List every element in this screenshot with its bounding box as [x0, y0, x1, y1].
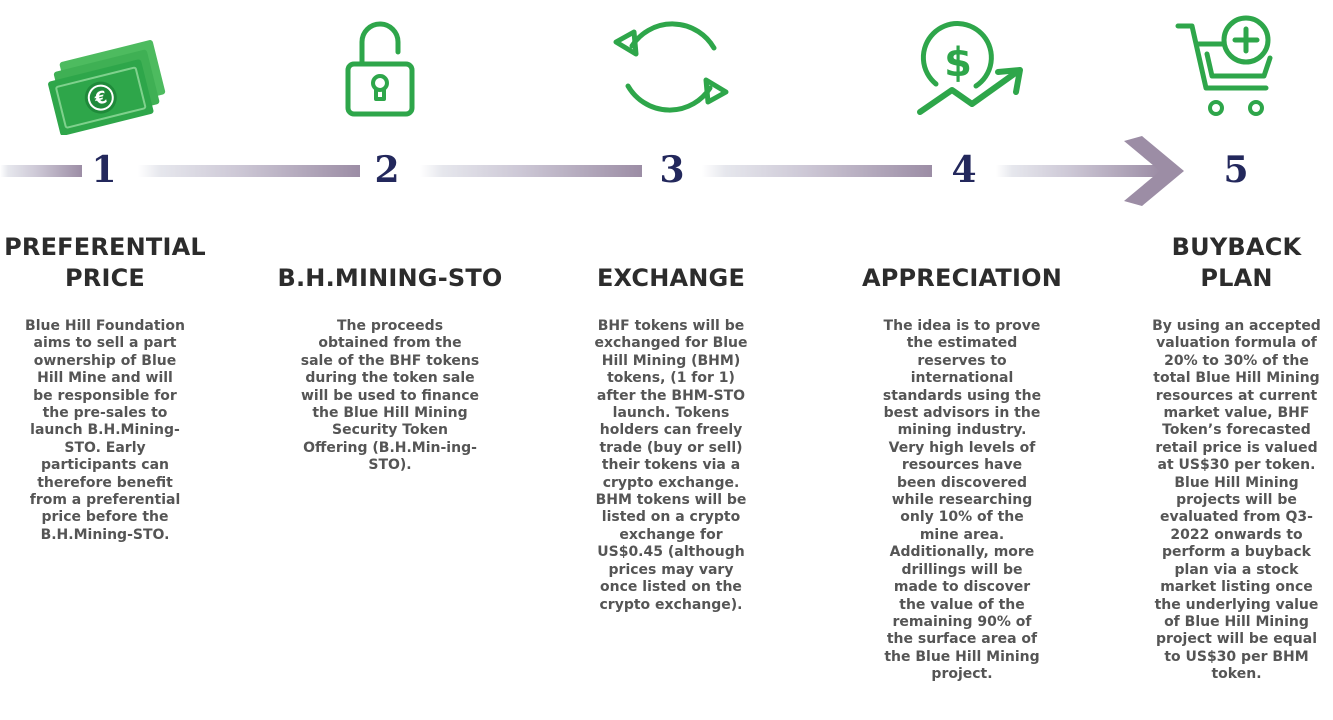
step-column-5: BUYBACK PLAN By using an accepted valuat… — [1140, 232, 1333, 684]
step-number-4: 4 — [951, 149, 977, 191]
step-description-4: The idea is to prove the estimated reser… — [882, 318, 1042, 683]
dollar-growth-icon: $ — [917, 21, 1023, 115]
step-column-3: EXCHANGE BHF tokens will be exchanged fo… — [566, 232, 776, 614]
step-number-3: 3 — [659, 149, 685, 191]
step-column-2: B.H.MINING-STO The proceeds obtained fro… — [272, 232, 508, 475]
step-title-3: EXCHANGE — [566, 263, 776, 294]
step-title-1-line-1: PREFERENTIAL — [4, 233, 206, 261]
timeline-arrow — [0, 136, 1184, 206]
timeline-segment-1 — [0, 165, 82, 177]
step-description-1: Blue Hill Foundation aims to sell a part… — [25, 318, 185, 543]
step-description-5: By using an accepted valuation formula o… — [1152, 318, 1321, 683]
timeline-arrowhead — [1124, 136, 1184, 206]
step-title-3-line-1: EXCHANGE — [596, 264, 746, 292]
step-title-2-line-1: B.H.MINING-STO — [277, 264, 503, 292]
step-description-3: BHF tokens will be exchanged for Blue Hi… — [594, 318, 748, 613]
unlocked-padlock-icon — [345, 21, 415, 117]
step-title-5: BUYBACK PLAN — [1140, 232, 1333, 294]
step-title-5-line-2: PLAN — [1200, 264, 1273, 292]
timeline-segment-2 — [138, 165, 360, 177]
step-number-5: 5 — [1223, 149, 1249, 191]
step-title-4-line-1: APPRECIATION — [861, 264, 1063, 292]
step-title-2: B.H.MINING-STO — [272, 263, 508, 294]
step-description-2: The proceeds obtained from the sale of t… — [300, 318, 480, 474]
step-number-2: 2 — [374, 149, 400, 191]
svg-text:$: $ — [944, 40, 972, 86]
step-column-4: APPRECIATION The idea is to prove the es… — [852, 232, 1072, 684]
step-title-5-line-1: BUYBACK — [1171, 233, 1302, 261]
svg-text:€: € — [92, 87, 109, 110]
exchange-arrows-icon — [613, 21, 729, 113]
step-title-1-line-2: PRICE — [64, 264, 145, 292]
timeline-segment-5 — [996, 165, 1160, 177]
timeline-segment-4 — [702, 165, 932, 177]
step-title-4: APPRECIATION — [852, 263, 1072, 294]
timeline-segment-3 — [420, 165, 642, 177]
step-column-1: PREFERENTIAL PRICE Blue Hill Foundation … — [0, 232, 210, 544]
step-number-1: 1 — [91, 149, 117, 191]
cart-add-icon — [1175, 15, 1273, 116]
step-title-1: PREFERENTIAL PRICE — [0, 232, 210, 294]
banknotes-euro-icon: € — [48, 40, 166, 135]
